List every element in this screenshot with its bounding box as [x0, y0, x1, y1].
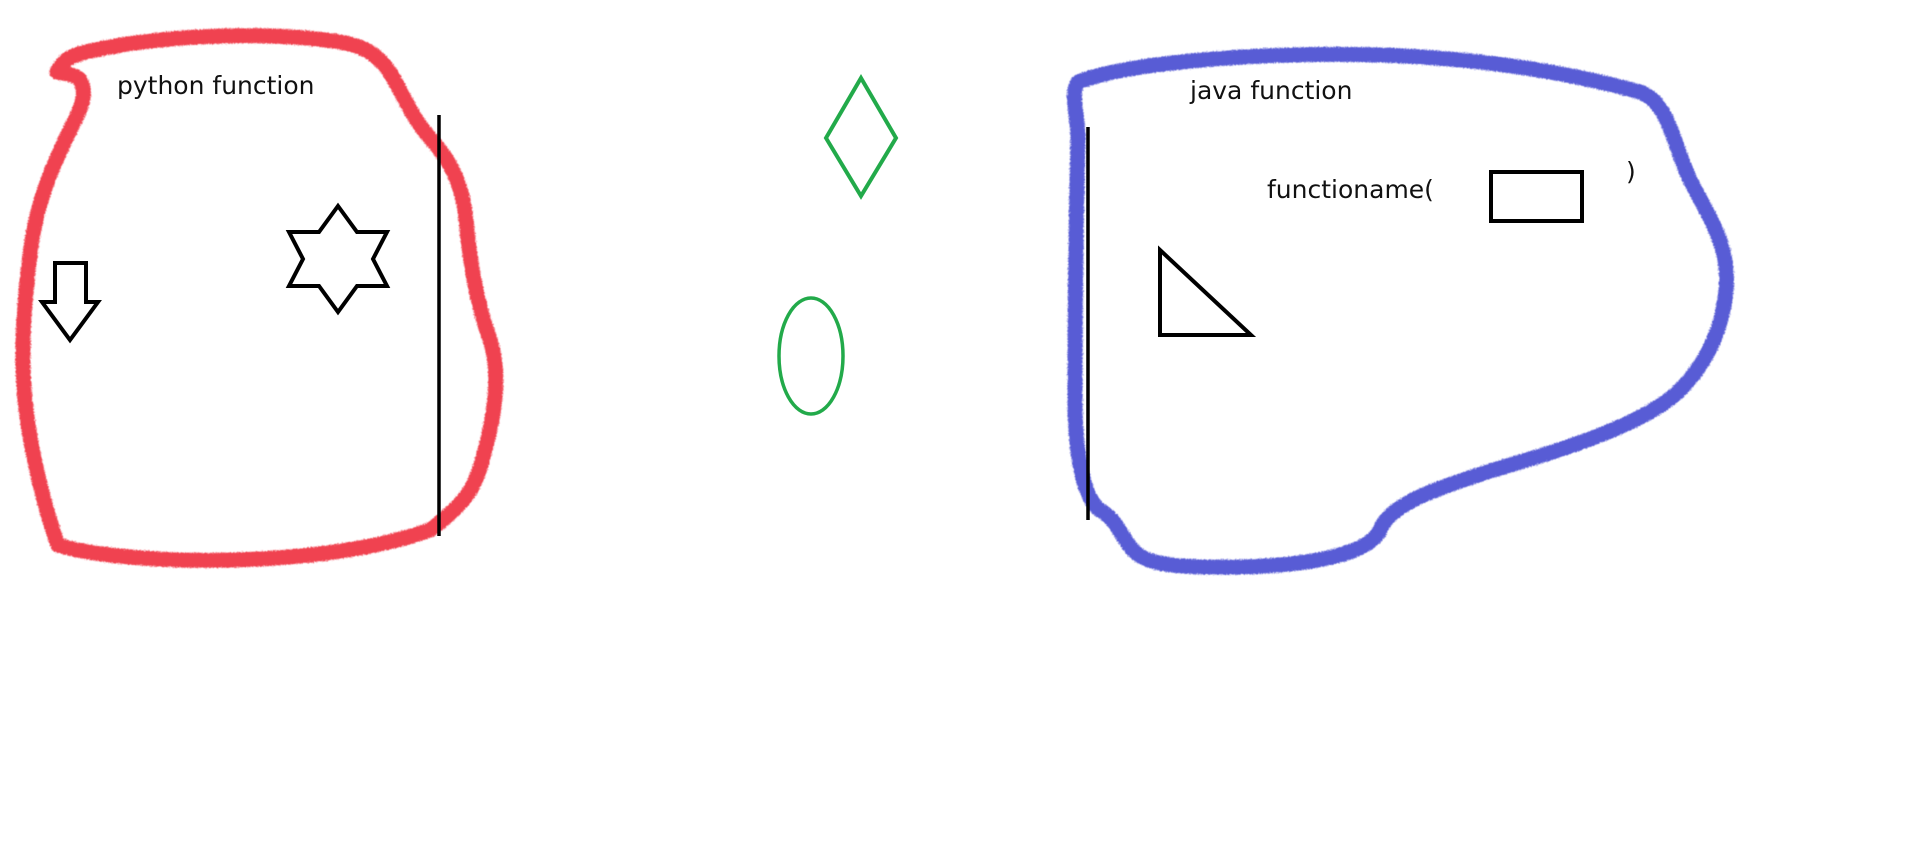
java-function-label: java function: [1189, 76, 1352, 105]
function-close-paren: ): [1626, 157, 1636, 186]
right-triangle-icon: [1158, 245, 1257, 337]
java-region: java function functioname( ): [1066, 46, 1735, 575]
rectangle-icon: [1489, 170, 1584, 223]
down-arrow-icon: [38, 261, 102, 344]
ellipse-icon: [777, 296, 845, 416]
python-region: python function: [15, 28, 504, 568]
diamond-icon: [823, 74, 899, 200]
six-point-star-icon: [285, 202, 391, 316]
python-region-outline: [15, 28, 504, 568]
python-function-label: python function: [117, 71, 315, 100]
middle-shapes: [777, 74, 899, 416]
java-region-outline: [1066, 46, 1735, 575]
function-name-text: functioname(: [1267, 175, 1434, 204]
